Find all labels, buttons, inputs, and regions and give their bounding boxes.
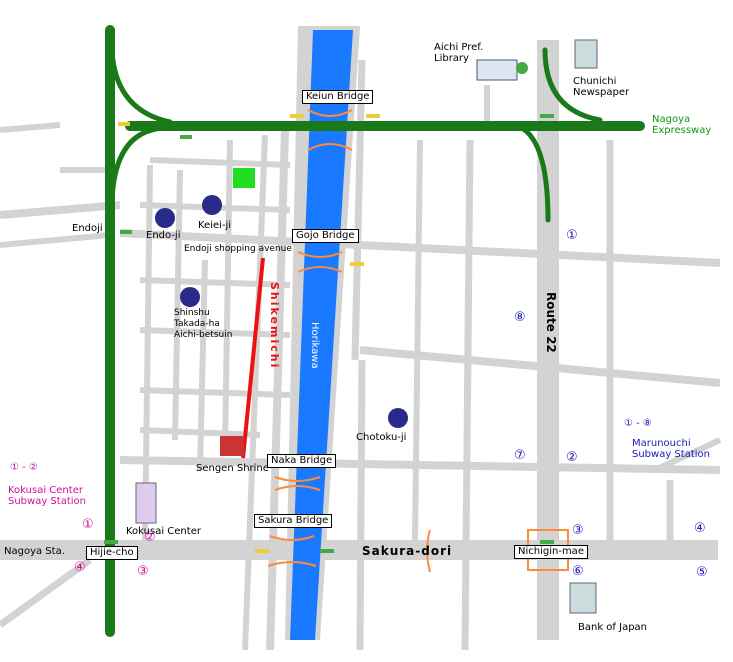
keiei-ji-label: Keiei-ji — [198, 220, 232, 231]
keiun-bridge-box: Keiun Bridge — [302, 90, 374, 104]
marunouchi-exit-5: ⑤ — [696, 565, 708, 580]
endoji-label: Endoji — [72, 223, 103, 234]
expressway — [105, 25, 645, 637]
naka-bridge-box: Naka Bridge — [267, 454, 337, 468]
shikemichi-label: Shikemichi — [268, 282, 281, 370]
bank-of-japan-label: Bank of Japan — [578, 622, 648, 633]
shrine-icon — [220, 436, 244, 456]
gojo-bridge-box: Gojo Bridge — [292, 229, 359, 243]
kokusai-exit-4: ④ — [74, 560, 86, 575]
marunouchi-exit-4: ④ — [694, 521, 706, 536]
marunouchi-station-label: Marunouchi Subway Station — [632, 438, 710, 460]
kokusai-station-label: Kokusai Center Subway Station — [8, 485, 86, 507]
kokusai-exit-3: ③ — [137, 564, 149, 579]
horikawa-label: Horikawa — [309, 322, 320, 369]
marunouchi-exit-7: ⑦ — [514, 448, 526, 463]
marunouchi-exit-2: ② — [566, 450, 578, 465]
sakura-bridge-box: Sakura Bridge — [254, 514, 333, 528]
marunouchi-exit-1: ① — [566, 228, 578, 243]
marunouchi-exit-3: ③ — [572, 523, 584, 538]
bank-building — [569, 582, 597, 614]
shopping-avenue-label: Endoji shopping avenue — [184, 244, 292, 254]
aichi-library-label: Aichi Pref. Library — [434, 42, 484, 64]
marunouchi-exit-8: ⑧ — [514, 310, 526, 325]
chunichi-label: Chunichi Newspaper — [573, 76, 630, 98]
temple-icons — [155, 195, 408, 428]
nichigin-box: Nichigin-mae — [514, 545, 588, 559]
minor-streets — [0, 59, 722, 651]
kokusai-exit-1: ① — [82, 517, 94, 532]
marunouchi-exit-6: ⑥ — [572, 564, 584, 579]
shikemichi-line — [241, 257, 265, 459]
sakura-dori-label: Sakura-dori — [362, 544, 453, 558]
expressway-label: Nagoya Expressway — [652, 114, 712, 136]
route22-label: Route 22 — [544, 292, 558, 353]
kokusai-exit-2: ② — [144, 530, 156, 545]
kokusai-range-label: ① - ② — [10, 462, 38, 473]
kokusai-tower — [135, 482, 157, 524]
kokusai-center-label: Kokusai Center — [126, 526, 201, 537]
hisaya-box: Hijie-cho — [86, 546, 138, 560]
chunichi-building — [574, 39, 598, 69]
endoji-temple-label: Endo-ji — [146, 230, 181, 241]
traffic-signals — [104, 114, 554, 553]
park — [233, 168, 255, 188]
library-building — [476, 59, 528, 81]
marunouchi-range-label: ① - ⑧ — [624, 418, 652, 429]
shinshu-label: Shinshu Takada-ha Aichi-betsuin — [174, 308, 233, 340]
sengen-shrine-label: Sengen Shrine — [196, 463, 269, 474]
chotoku-ji-label: Chotoku-ji — [356, 432, 407, 443]
nagoya-sta-label: Nagoya Sta. — [4, 546, 65, 557]
